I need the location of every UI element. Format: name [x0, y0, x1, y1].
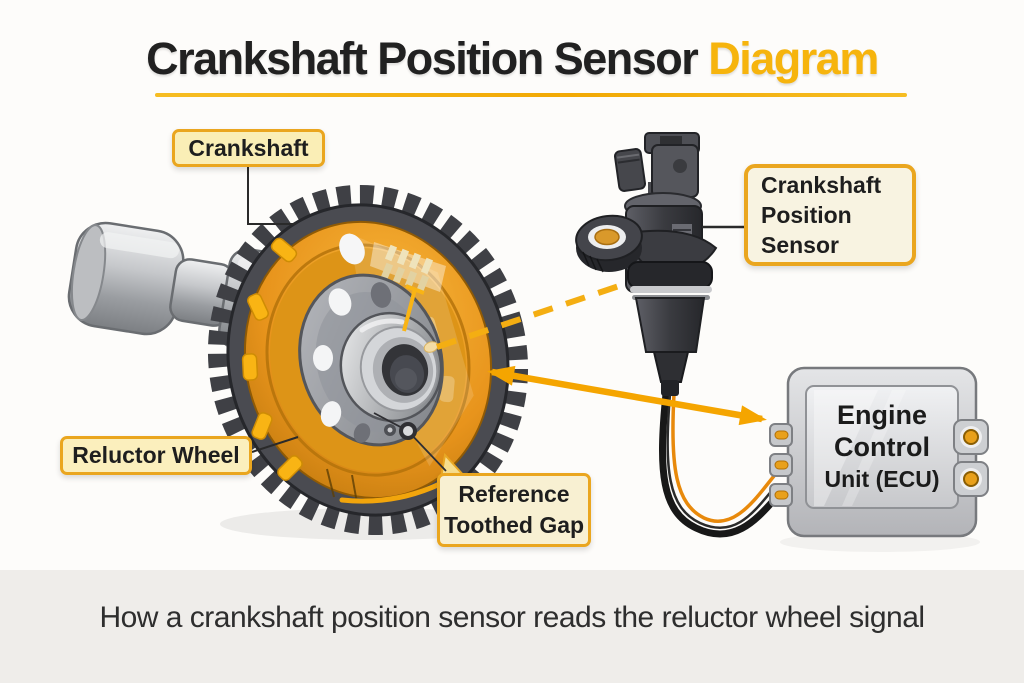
ecu-label: Engine Control Unit (ECU): [806, 386, 958, 508]
center-bore: [339, 311, 443, 423]
title-accent: Diagram: [708, 33, 879, 84]
crankshaft-leader-line: [247, 167, 296, 225]
ecu-illustration: [769, 366, 989, 538]
label-crankshaft: Crankshaft: [172, 129, 325, 167]
label-position-sensor-line1: Crankshaft: [761, 172, 882, 198]
title-main: Crankshaft Position Sensor: [146, 33, 699, 84]
page-title: Crankshaft Position Sensor Diagram: [0, 33, 1024, 85]
signal-dashed-line: [436, 278, 635, 350]
ecu-label-line3: Unit (ECU): [824, 466, 940, 492]
caption-text: How a crankshaft position sensor reads t…: [99, 600, 925, 634]
label-reluctor-wheel: Reluctor Wheel: [60, 436, 252, 475]
ecu-right-screws: [953, 419, 989, 497]
caption-band: How a crankshaft position sensor reads t…: [0, 570, 1024, 683]
label-position-sensor-line3: Sensor: [761, 232, 839, 258]
sensor-illustration: [575, 132, 718, 396]
wheel-timing-marks: [370, 242, 446, 292]
reference-gap-marks: [326, 284, 439, 504]
label-position-sensor: Crankshaft Position Sensor: [744, 164, 916, 266]
label-reference-gap-line1: Reference: [458, 481, 570, 507]
reluctor-leader-line: [251, 436, 299, 453]
ecu-label-line1: Engine: [836, 400, 927, 430]
sensor-wire: [659, 393, 777, 538]
ecu-label-line2: Control: [834, 432, 930, 462]
signal-double-arrow: [487, 365, 767, 426]
ecu-left-pins: [769, 423, 793, 507]
label-position-sensor-line2: Position: [761, 202, 852, 228]
label-reference-gap-line2: Toothed Gap: [443, 512, 585, 538]
reluctor-wheel-illustration: [207, 184, 529, 536]
title-underline: [155, 93, 907, 97]
label-reference-gap: Reference Toothed Gap: [437, 473, 591, 547]
gap-marker: [399, 422, 417, 440]
label-crankshaft-text: Crankshaft: [188, 134, 309, 161]
label-reluctor-wheel-text: Reluctor Wheel: [72, 442, 240, 468]
